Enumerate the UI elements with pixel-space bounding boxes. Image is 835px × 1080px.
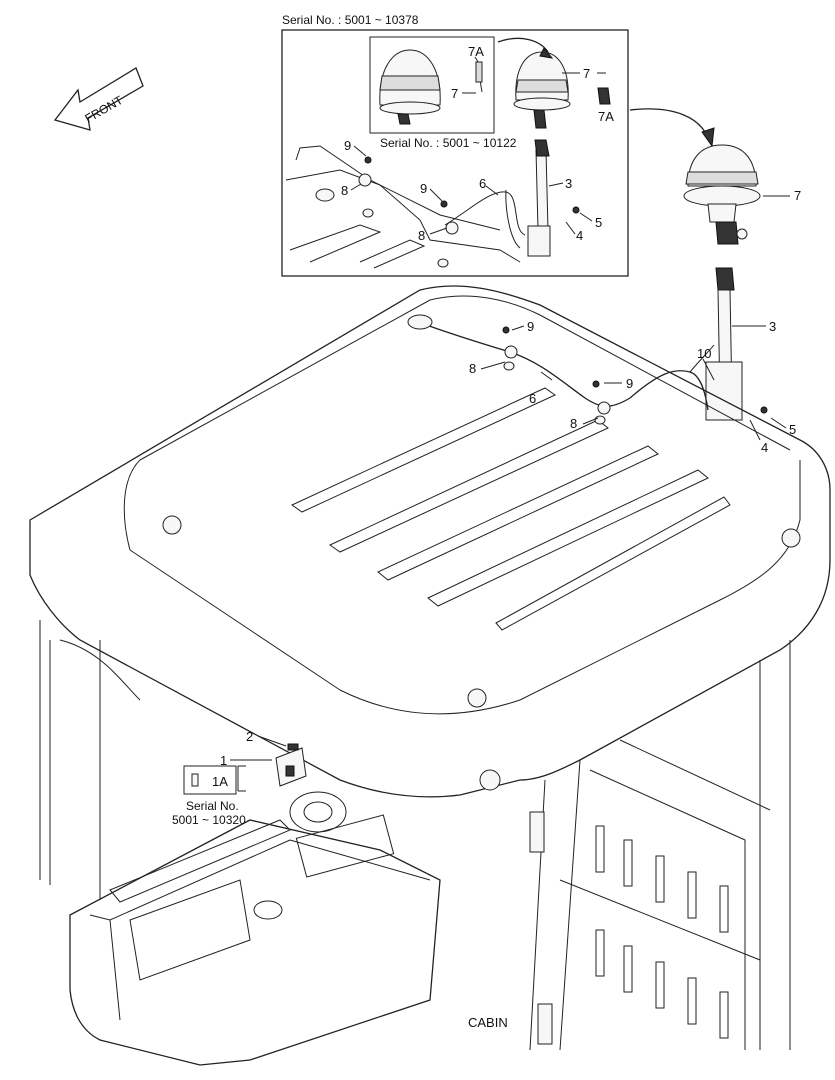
inset-serial-top: Serial No. : 5001 ~ 10378 (282, 13, 419, 27)
callout: 8 (341, 183, 348, 198)
callout: 8 (469, 361, 476, 376)
inset-frame (281, 29, 629, 277)
front-label: FRONT (82, 93, 125, 126)
callout: 6 (479, 176, 486, 191)
arrow-icon (629, 108, 709, 139)
callout: 3 (565, 176, 572, 191)
front-arrow: FRONT (53, 67, 144, 131)
switch-note-title: Serial No. (186, 799, 239, 813)
pole-icon (705, 267, 743, 421)
inset-sub-frame (369, 36, 495, 134)
switch-note-part: 1A (212, 774, 228, 789)
callout: 9 (626, 376, 633, 391)
console (69, 791, 441, 1066)
pole-icon (535, 149, 549, 231)
arrow-icon (539, 47, 554, 59)
wire-harness (407, 314, 768, 425)
callout: 7A (468, 44, 484, 59)
callout: 3 (769, 319, 776, 334)
callout: 8 (418, 228, 425, 243)
callout: 5 (595, 215, 602, 230)
callout: 5 (789, 422, 796, 437)
callout: 4 (761, 440, 768, 455)
callout: 7 (451, 86, 458, 101)
cabin-label: CABIN (468, 1015, 508, 1030)
callout: 9 (344, 138, 351, 153)
beacon-icon (513, 51, 571, 129)
inset-serial-inner: Serial No. : 5001 ~ 10122 (380, 136, 517, 150)
callout: 9 (527, 319, 534, 334)
callout: 8 (570, 416, 577, 431)
callout: 1 (220, 753, 227, 768)
cabin-roof (29, 285, 831, 1051)
callout: 7 (794, 188, 801, 203)
switch-note-box (183, 765, 237, 795)
beacon-icon (379, 49, 441, 125)
callout: 7 (583, 66, 590, 81)
bulb-icon (475, 61, 483, 83)
inset-detail: Serial No. : 5001 ~ 10378 Serial No. : 5… (281, 13, 629, 277)
beacon-icon (683, 144, 761, 245)
callout: 4 (576, 228, 583, 243)
callout: 9 (420, 181, 427, 196)
callout: 7A (598, 109, 614, 124)
callout: 2 (246, 729, 253, 744)
callout: 10 (697, 346, 711, 361)
callout: 6 (529, 391, 536, 406)
switch-note-range: 5001 ~ 10320 (172, 813, 246, 827)
bulb-icon (191, 773, 199, 787)
switch-icon (275, 743, 307, 787)
arrow-icon (497, 37, 549, 53)
arrow-icon (701, 127, 715, 148)
bulb-icon (597, 87, 611, 105)
